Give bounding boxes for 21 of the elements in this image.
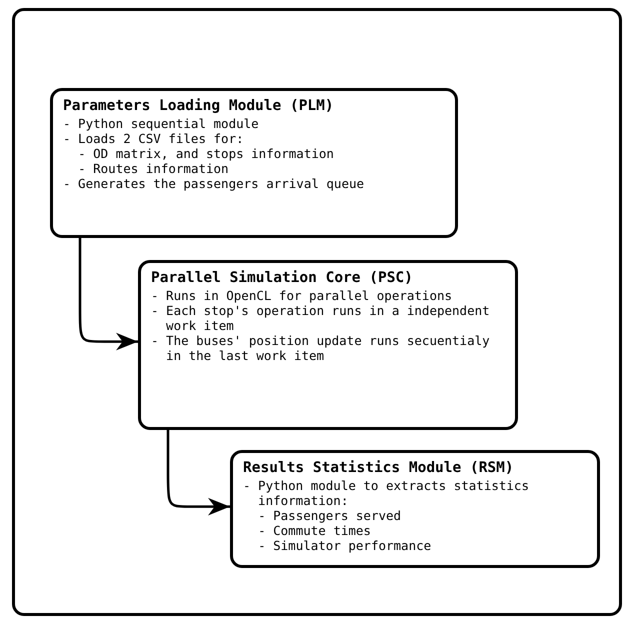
bullet-item: - Loads 2 CSV files for: (63, 131, 245, 146)
bullet-item: - Python sequential module (63, 116, 260, 131)
bullet-item: - Routes information (77, 161, 230, 176)
bullet-item: - OD matrix, and stops information (77, 146, 335, 161)
frame-box (12, 8, 622, 616)
module-box (138, 260, 518, 430)
arrow (166, 430, 230, 516)
bullet-item: - Commute times (257, 523, 372, 538)
module-box (230, 450, 600, 568)
bullet-item: - Each stop's operation runs in a independent work item (151, 303, 491, 333)
bullet-item: - Generates the passengers arrival queue (63, 176, 366, 191)
module-title: Results Statistics Module (RSM) (243, 459, 515, 477)
bullet-item: - The buses' position update runs secuentialy in the last work item (151, 333, 491, 363)
arrow (78, 238, 138, 350)
module-title: Parallel Simulation Core (PSC) (151, 269, 414, 287)
bullet-item: - Runs in OpenCL for parallel operations (151, 288, 454, 303)
bullet-item: - Passengers served (257, 508, 402, 523)
module-title: Parameters Loading Module (PLM) (63, 97, 335, 115)
bullet-item: - Python module to extracts statistics information: (243, 478, 530, 508)
bullet-item: - Simulator performance (257, 538, 432, 553)
module-box (50, 88, 458, 238)
